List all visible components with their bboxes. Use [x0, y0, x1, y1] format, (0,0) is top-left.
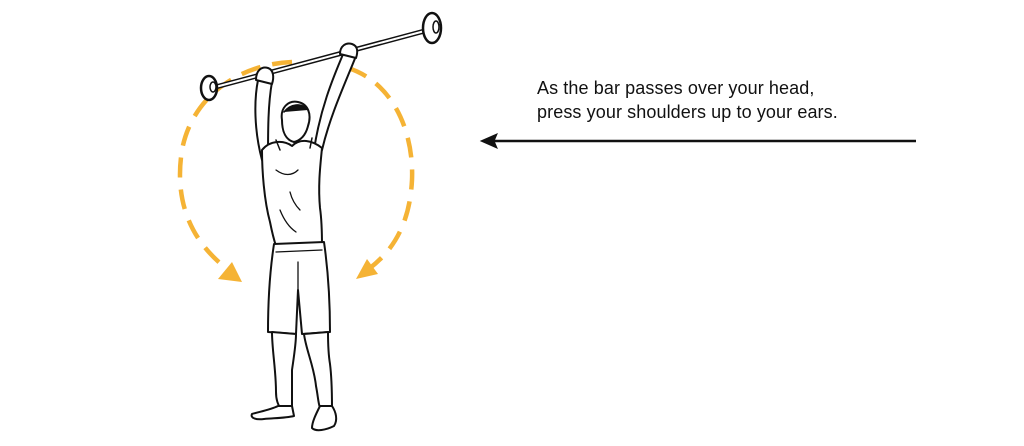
right-foot: [311, 405, 338, 432]
pointer-arrow: [479, 133, 916, 149]
left-foot: [250, 405, 295, 421]
shorts: [267, 241, 331, 335]
left-hand: [255, 66, 275, 85]
caption-line-2: press your shoulders up to your ears.: [537, 102, 838, 122]
barbell: [199, 11, 443, 102]
right-arrowhead-icon: [356, 259, 378, 279]
right-arm: [313, 51, 357, 151]
right-rotation-arc: [347, 65, 415, 270]
head: [280, 100, 311, 143]
left-leg: [271, 331, 297, 409]
caption-line-1: As the bar passes over your head,: [537, 78, 815, 98]
right-hand: [339, 42, 359, 59]
left-arrowhead-icon: [218, 262, 242, 282]
instruction-caption: As the bar passes over your head, press …: [537, 76, 957, 124]
athlete-figure: [250, 42, 359, 432]
torso: [261, 140, 323, 247]
right-leg: [303, 331, 333, 409]
rotation-arrows: [177, 59, 415, 282]
left-rotation-arc: [177, 59, 293, 270]
left-arrow-icon: [479, 133, 498, 149]
